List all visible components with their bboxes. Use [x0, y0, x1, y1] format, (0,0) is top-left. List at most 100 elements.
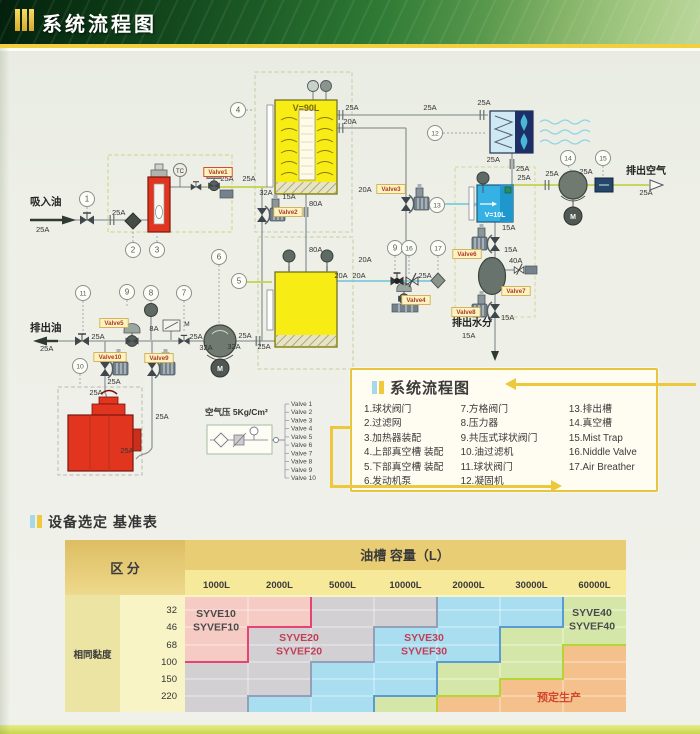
pipe-label: 25A	[545, 169, 558, 178]
capacity-label: 30000L	[515, 580, 547, 591]
ref-circle-number: 2	[131, 246, 136, 255]
air-gauge-icon	[249, 426, 259, 436]
ref-circle	[429, 197, 445, 213]
oil-filter-box	[57, 386, 143, 476]
pipe-label: 25A	[155, 412, 168, 421]
ref-circle-number: 10	[76, 364, 84, 371]
ball-valve-9r	[389, 272, 405, 287]
title-bar-icon	[30, 515, 35, 528]
valve-tag-label: Valve2	[278, 209, 298, 216]
inlet-arrow-icon	[62, 215, 76, 225]
model-label: SYVEF20	[276, 646, 322, 658]
viscosity-label: 32	[166, 605, 177, 616]
pipe-label: 25A	[107, 377, 120, 386]
legend-title: 系统流程图	[352, 370, 656, 400]
oil-filter-machine	[67, 389, 142, 472]
capacity-label: 2000L	[266, 580, 293, 591]
heating-coils	[280, 117, 334, 176]
pipe-cyan	[337, 203, 472, 282]
valve-list-item: Valve 7	[291, 450, 313, 457]
legend-item: 6.发动机泵	[364, 476, 412, 488]
capacity-label: 1000L	[203, 580, 230, 591]
viscosity-label: 150	[161, 674, 177, 685]
valves	[74, 169, 538, 379]
ref-circle	[176, 285, 192, 301]
pipe-label: 25A	[487, 155, 500, 164]
pipe-label: M	[184, 321, 189, 328]
pipe-label: 25A	[257, 342, 270, 351]
ref-circle	[427, 125, 443, 141]
ref-circle-number: 3	[155, 246, 160, 255]
ref-circle-number: 13	[433, 203, 441, 210]
legend-arrow-right-icon	[551, 480, 562, 492]
region-border	[436, 644, 626, 712]
ref-circle	[231, 273, 247, 289]
valve-tag-label: Valve6	[457, 251, 477, 258]
valve-tag-label: Valve9	[149, 355, 169, 362]
legend-item: 5.下部真空槽 装配	[364, 461, 444, 473]
corner-label: 区 分	[110, 561, 140, 576]
valve-tag-label: Valve5	[104, 320, 124, 327]
header-bars-icon	[15, 9, 36, 36]
valve-tag	[99, 318, 129, 328]
ref-circle	[79, 191, 95, 207]
model-label: SYVEF10	[193, 622, 239, 634]
capacity-label: 60000L	[578, 580, 610, 591]
discharge-tank	[468, 171, 514, 223]
water-separator	[477, 256, 507, 296]
oil-out-arrow-icon	[33, 336, 47, 346]
upper-vacuum-tank-box	[254, 71, 353, 233]
pipe-label: 25A	[238, 331, 251, 340]
pipe-label: 25A	[220, 174, 233, 183]
pipe-label: 排出空气	[626, 164, 666, 177]
legend-item: 9.共压式球状阀门	[460, 432, 538, 444]
tc-controller	[173, 163, 187, 187]
page-header: 系统流程图	[0, 0, 700, 44]
sight-glass	[266, 104, 274, 188]
valve-tag-label: Valve8	[456, 309, 476, 316]
legend-arrow-left-icon	[505, 378, 516, 390]
upper-vacuum-tank	[266, 80, 338, 195]
valve-list-item: Valve 1	[291, 401, 313, 408]
valve-tag	[203, 167, 233, 177]
legend-item: 16.Niddle Valve	[568, 447, 637, 459]
pipe-label: V=90L	[293, 103, 320, 113]
air-unit-title: 空气压 5Kg/Cm²	[205, 407, 268, 417]
model-label: SYVEF40	[569, 621, 615, 633]
page-title: 系统流程图	[42, 14, 157, 36]
pipe-label: 20A	[358, 185, 371, 194]
legend-title-text: 系统流程图	[390, 380, 471, 397]
strainer-icon	[124, 212, 142, 230]
pipe-label: 25A	[516, 164, 529, 173]
pipe-label: 25A	[517, 173, 530, 182]
pressure-gauge-unit	[144, 303, 181, 332]
legend-item: 13.排出槽	[568, 404, 612, 415]
title-bar-icon	[372, 381, 377, 394]
pipe-label: 25A	[423, 103, 436, 112]
capacity-header-row	[185, 570, 626, 595]
pipe-label: 80A	[309, 199, 322, 208]
model-label: SYVE40	[572, 607, 612, 619]
ref-circle-number: 16	[405, 246, 413, 253]
engine-pump	[203, 324, 237, 378]
valve-list-item: Valve 4	[291, 426, 313, 433]
legend-arrow-line	[330, 426, 333, 487]
valve-tag-label: Valve1	[208, 169, 228, 176]
ref-circle	[595, 150, 611, 166]
ref-circle-number: 14	[564, 156, 572, 163]
sight-glass	[468, 186, 475, 221]
ref-circle	[560, 150, 576, 166]
pipe-label: 25A	[40, 344, 53, 353]
table-title: 设备选定 基准表	[30, 512, 158, 532]
legend-item: 10.油过滤机	[460, 447, 514, 459]
motor-icon	[210, 358, 230, 378]
valve7-needle	[513, 263, 525, 276]
pipe-label: 20A	[352, 271, 365, 280]
model-label: SYVE10	[196, 608, 236, 620]
valve-tag	[452, 249, 482, 259]
title-bar-icon	[379, 381, 384, 394]
water-out-arrow-icon	[491, 351, 499, 361]
